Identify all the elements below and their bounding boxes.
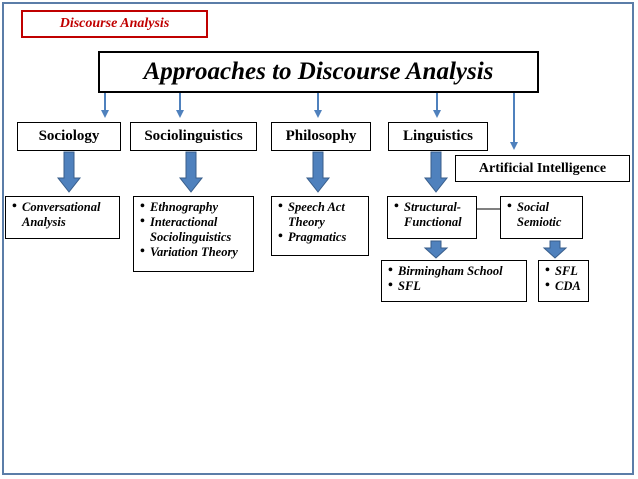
- slide-frame: [2, 2, 634, 475]
- sociology-list: Conversational Analysis: [12, 199, 115, 230]
- block-arrow-philosophy: [305, 151, 331, 193]
- block-arrow-sociology: [56, 151, 82, 193]
- list-item: Pragmatics: [278, 229, 364, 245]
- sfl-cda-box: SFLCDA: [538, 260, 589, 302]
- philosophy-box: Speech Act TheoryPragmatics: [271, 196, 369, 256]
- page-title: Approaches to Discourse Analysis: [98, 51, 539, 93]
- block-arrow-linguistics: [423, 151, 449, 193]
- block-arrow-sfl-cda: [542, 240, 568, 259]
- category-sociolinguistics: Sociolinguistics: [130, 122, 257, 151]
- block-arrow-sociolinguistics: [178, 151, 204, 193]
- discourse-analysis-tag: Discourse Analysis: [21, 10, 208, 38]
- list-item: Social Semiotic: [507, 199, 578, 230]
- category-philosophy: Philosophy: [271, 122, 371, 151]
- list-item: Structural-Functional: [394, 199, 472, 230]
- social-semiotic-box: Social Semiotic: [500, 196, 583, 239]
- list-item: Variation Theory: [140, 244, 249, 260]
- category-linguistics: Linguistics: [388, 122, 488, 151]
- category-sociology: Sociology: [17, 122, 121, 151]
- list-item: SFL: [388, 278, 522, 294]
- sfl-cda-list: SFLCDA: [545, 263, 584, 294]
- list-item: CDA: [545, 278, 584, 294]
- list-item: Birmingham School: [388, 263, 522, 279]
- list-item: SFL: [545, 263, 584, 279]
- list-item: Interactional Sociolinguistics: [140, 214, 249, 245]
- philosophy-list: Speech Act TheoryPragmatics: [278, 199, 364, 245]
- birmingham-sfl-list: Birmingham SchoolSFL: [388, 263, 522, 294]
- sociolinguistics-box: EthnographyInteractional Sociolinguistic…: [133, 196, 254, 272]
- birmingham-sfl-box: Birmingham SchoolSFL: [381, 260, 527, 302]
- structural-functional-box: Structural-Functional: [387, 196, 477, 239]
- list-item: Ethnography: [140, 199, 249, 215]
- list-item: Conversational Analysis: [12, 199, 115, 230]
- category-artificial-intelligence: Artificial Intelligence: [455, 155, 630, 182]
- block-arrow-birmingham: [423, 240, 449, 259]
- sociology-box: Conversational Analysis: [5, 196, 120, 239]
- structural-functional-list: Structural-Functional: [394, 199, 472, 230]
- list-item: Speech Act Theory: [278, 199, 364, 230]
- social-semiotic-list: Social Semiotic: [507, 199, 578, 230]
- sociolinguistics-list: EthnographyInteractional Sociolinguistic…: [140, 199, 249, 260]
